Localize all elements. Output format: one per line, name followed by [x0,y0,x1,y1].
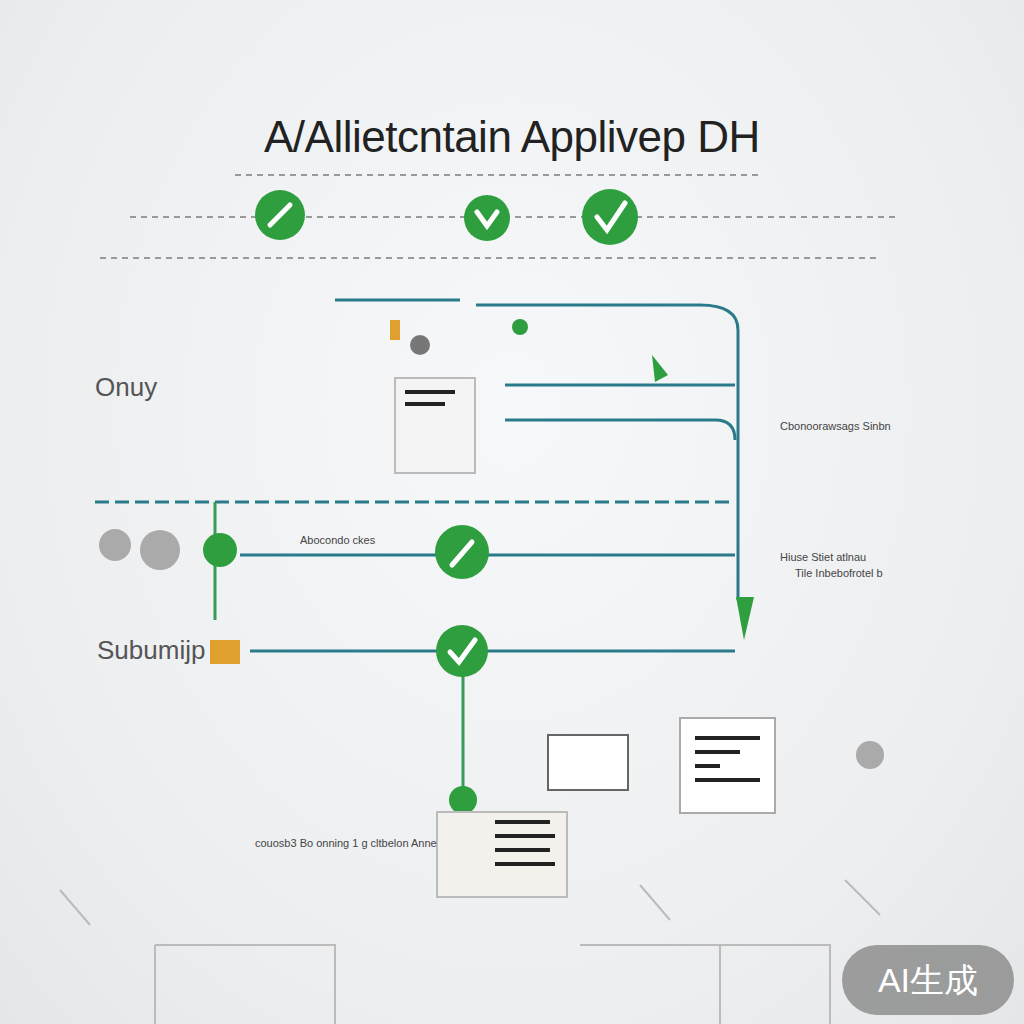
watermark: AI生成 [842,945,1014,1015]
side-label: Subumijp [97,635,205,666]
note-text: Abocondo ckes [300,534,375,546]
note-text: Cbonoorawsags Sinbn [780,420,891,432]
side-label: Onuy [95,372,157,403]
note-text: Hiuse Stiet atlnau [780,551,866,563]
note-text: couosb3 Bo onning 1 g cltbelon Anne [255,837,437,849]
note-text: Tile Inbebofrotel b [795,567,883,579]
diagram-title: A/Allietcntain Applivep DH [264,112,760,162]
